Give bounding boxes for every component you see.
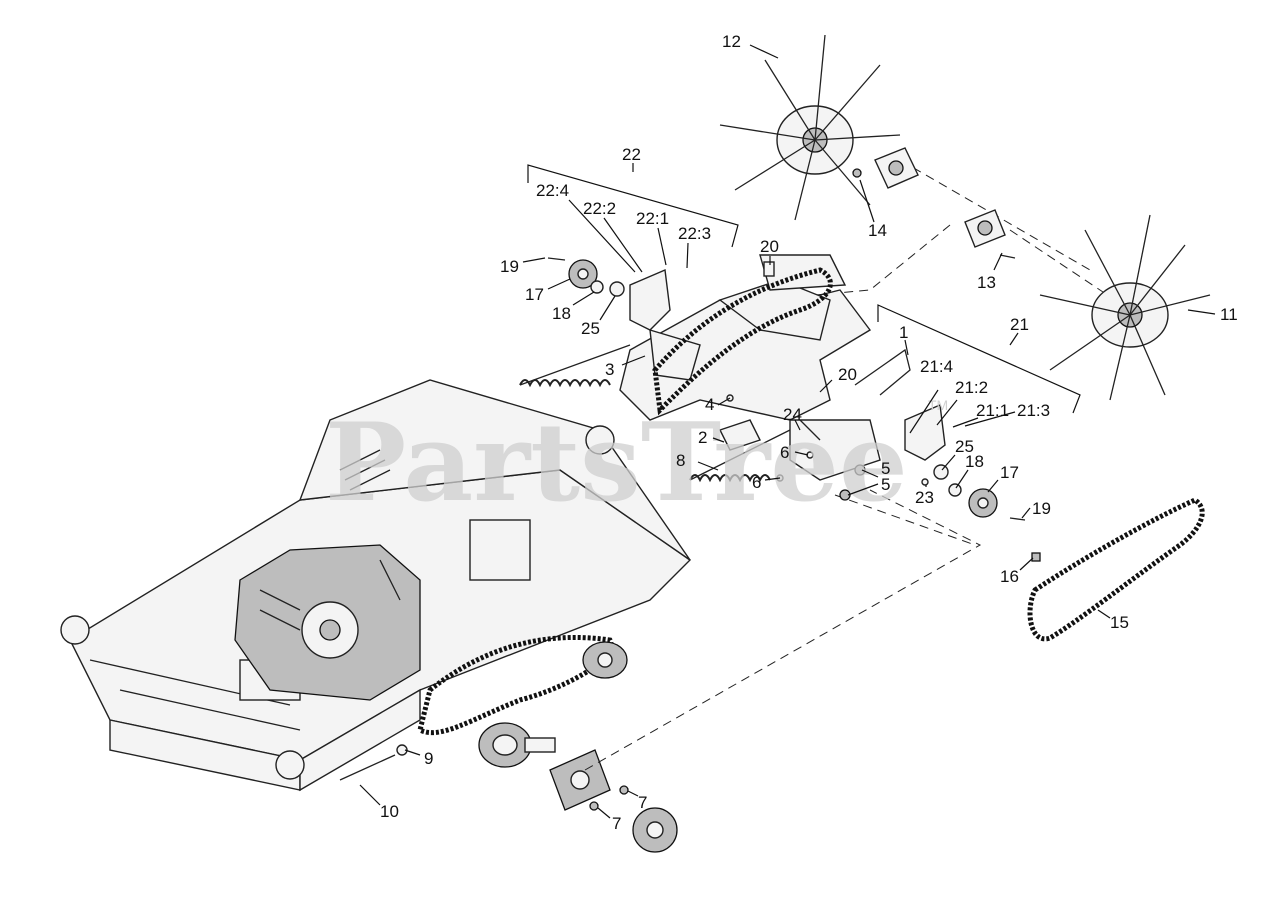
- flange-bearing-lower: [549, 749, 611, 811]
- callout-18-left: 18: [552, 304, 571, 323]
- flange-bearing-14: [852, 147, 919, 189]
- callout-21: 21: [1010, 315, 1029, 334]
- callout-23: 23: [915, 488, 934, 507]
- washer-18-right: [948, 483, 962, 497]
- callout-17-left: 17: [525, 285, 544, 304]
- link-24: [799, 419, 821, 441]
- callout-22-3: 22:3: [678, 224, 711, 243]
- callout-21-4: 21:4: [920, 357, 953, 376]
- bolt-19-left: [547, 257, 566, 261]
- bolt-19-right: [1009, 517, 1026, 521]
- callout-14: 14: [868, 221, 887, 240]
- callout-11: 11: [1220, 305, 1238, 324]
- washer-25-right: [933, 464, 949, 480]
- callout-4: 4: [705, 395, 714, 414]
- watermark-tm: TM: [928, 397, 948, 413]
- callout-13: 13: [977, 273, 996, 292]
- callout-7-b: 7: [612, 814, 621, 833]
- spring-3: [519, 344, 631, 388]
- lower-sprocket: [478, 722, 556, 768]
- callout-10: 10: [380, 802, 399, 821]
- washer-18-left: [590, 280, 604, 294]
- callout-25-left: 25: [581, 319, 600, 338]
- set-screw-16: [1031, 552, 1041, 562]
- callout-1: 1: [899, 323, 908, 342]
- nut-7b: [589, 801, 599, 811]
- engine-assembly: [234, 544, 421, 701]
- washer-25-left: [609, 281, 625, 297]
- spring-8: [689, 429, 791, 483]
- rod-10: [339, 754, 396, 781]
- tine-rotor-11: [1039, 214, 1211, 401]
- callout-9: 9: [424, 749, 433, 768]
- callout-labels: 12 11 14 13 22 22:4 22:2 22:1 22:3 20 19…: [380, 32, 1238, 833]
- tine-rotor-12: [719, 34, 901, 221]
- washer-9: [396, 744, 408, 756]
- plate-2: [719, 419, 761, 451]
- callout-15: 15: [1110, 613, 1129, 632]
- pin-23: [921, 478, 929, 486]
- callout-20-top: 20: [760, 237, 779, 256]
- callout-22: 22: [622, 145, 641, 164]
- callout-25-right: 25: [955, 437, 974, 456]
- rod-1: [854, 348, 911, 396]
- nut-5b: [839, 489, 851, 501]
- callout-22-1: 22:1: [636, 209, 669, 228]
- drive-chain-lower: [417, 635, 614, 736]
- bracket-21: [904, 403, 946, 461]
- callout-22-4: 22:4: [536, 181, 569, 200]
- callout-21-3: 21:3: [1017, 401, 1050, 420]
- kit-bracket-21: [877, 304, 1081, 414]
- bracket-22: [629, 268, 671, 331]
- chain-15: [1027, 497, 1205, 642]
- callout-6-a: 6: [780, 443, 789, 462]
- callout-7-a: 7: [638, 793, 647, 812]
- leader-lines: [359, 44, 1216, 819]
- callout-8: 8: [676, 451, 685, 470]
- callout-5-a: 5: [881, 459, 890, 478]
- drive-chain-upper: [652, 267, 833, 416]
- callout-21-1: 21:1: [976, 401, 1009, 420]
- callout-19-right: 19: [1032, 499, 1051, 518]
- kit-bracket-22: [527, 163, 739, 248]
- callout-22-2: 22:2: [583, 199, 616, 218]
- callout-21-2: 21:2: [955, 378, 988, 397]
- nut-5a: [854, 464, 866, 476]
- nut-7a: [619, 785, 629, 795]
- callout-3: 3: [605, 360, 614, 379]
- callout-6-b: 6: [752, 473, 761, 492]
- callout-16: 16: [1000, 567, 1019, 586]
- watermark: PartsTree: [325, 400, 908, 526]
- callout-18-right: 18: [965, 452, 984, 471]
- pin-20: [763, 261, 775, 277]
- drive-sprocket-lower: [632, 807, 678, 853]
- callout-24: 24: [783, 405, 802, 424]
- flange-bearing-13: [964, 209, 1016, 259]
- callout-19-left: 19: [500, 257, 519, 276]
- callout-2: 2: [698, 428, 707, 447]
- callout-5-b: 5: [881, 475, 890, 494]
- callout-17-right: 17: [1000, 463, 1019, 482]
- callout-20-mid: 20: [838, 365, 857, 384]
- gear-housing: [582, 641, 628, 679]
- callout-12: 12: [722, 32, 741, 51]
